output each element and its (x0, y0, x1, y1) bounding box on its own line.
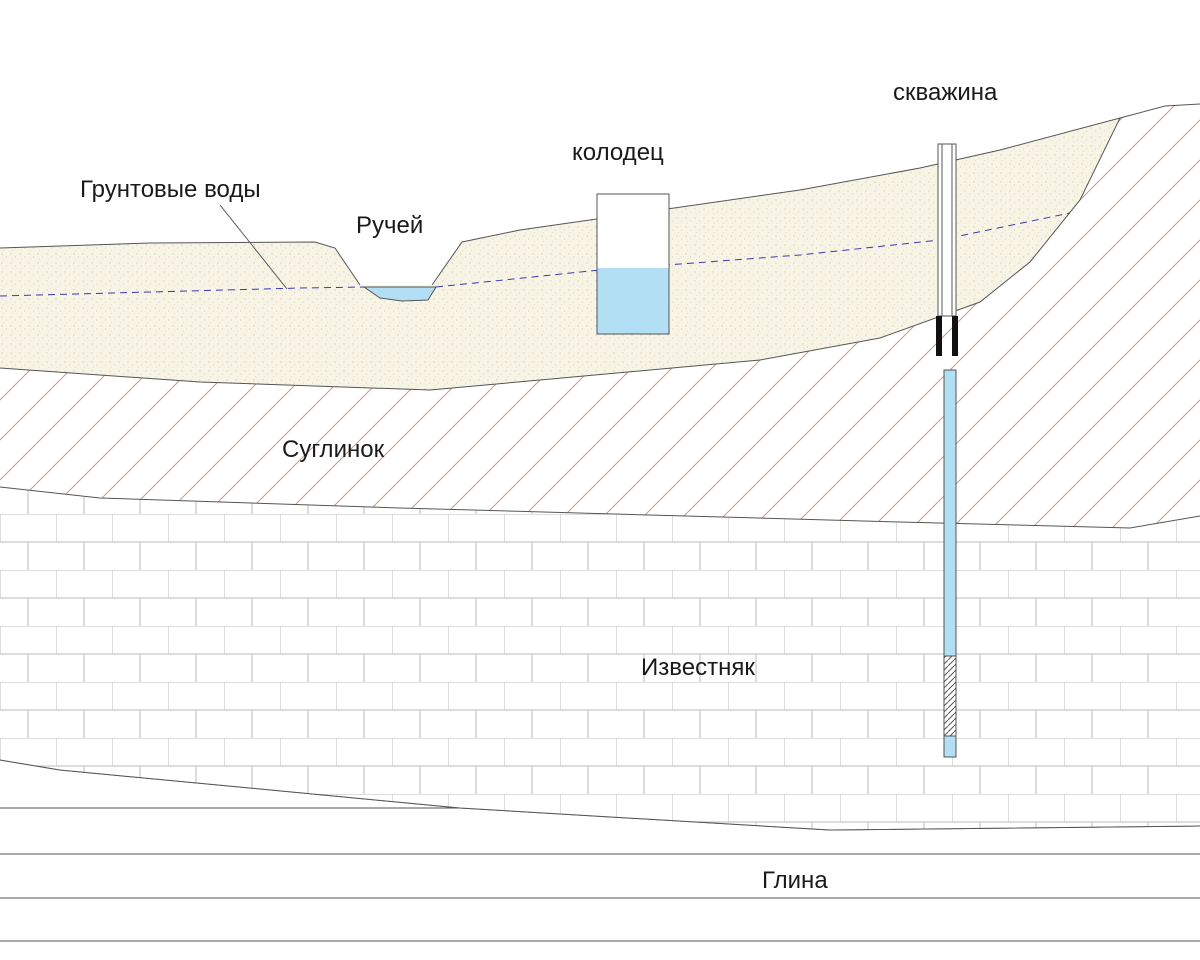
borehole (936, 143, 958, 758)
limestone-layer (0, 487, 1200, 831)
well (596, 193, 670, 335)
well-label: колодец (572, 139, 664, 166)
stream (362, 286, 437, 302)
clay-label: Глина (762, 867, 828, 894)
groundwater-level-line (0, 212, 1071, 297)
limestone-label: Известняк (641, 654, 755, 681)
sand-layer (0, 117, 1121, 391)
loam-label: Суглинок (282, 436, 385, 463)
stream-label: Ручей (356, 212, 423, 239)
groundwater-label: Грунтовые воды (80, 176, 261, 203)
groundwater-leader-line (219, 204, 288, 290)
borehole-label: скважина (893, 79, 998, 106)
loam-layer (0, 103, 1200, 529)
